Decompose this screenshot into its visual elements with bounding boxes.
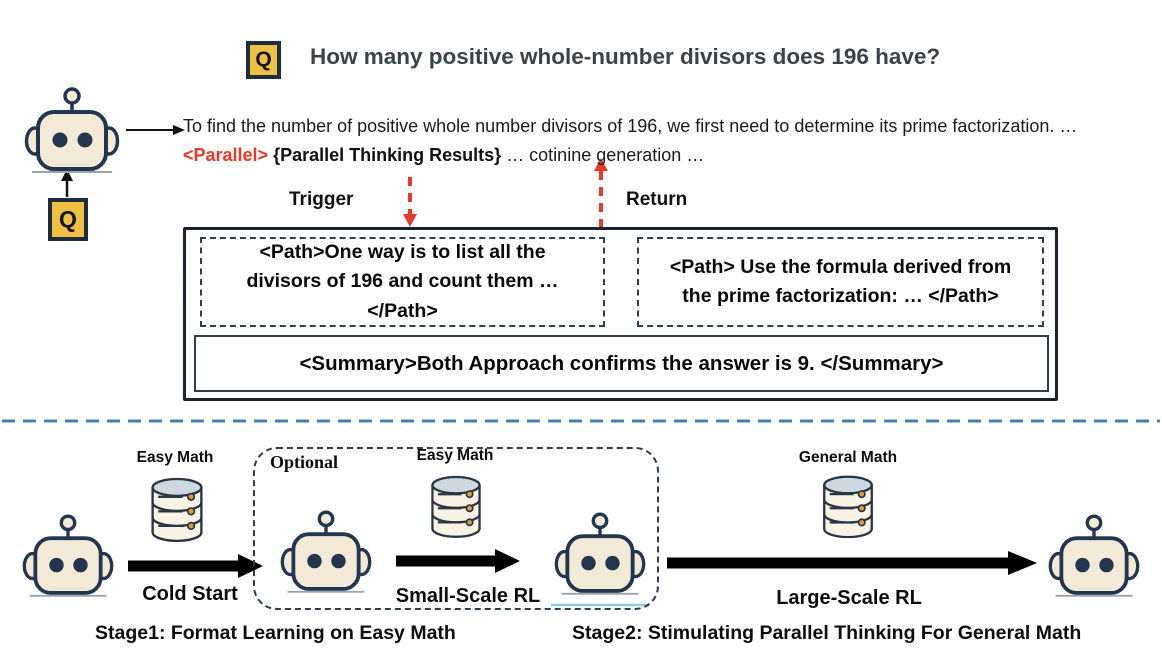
- response-tail: … cotinine generation …: [501, 145, 705, 165]
- large-scale-rl-arrow-icon: [667, 551, 1037, 575]
- database-easy-math-icon: [147, 476, 207, 542]
- parallel-thinking-box: <Path>One way is to list all the divisor…: [183, 227, 1058, 401]
- stage1-caption: Stage1: Format Learning on Easy Math: [95, 622, 456, 644]
- question-text: How many positive whole-number divisors …: [310, 44, 941, 69]
- robot-final-icon: [1046, 513, 1142, 598]
- robot-icon: [22, 86, 122, 174]
- large-scale-rl-label: Large-Scale RL: [776, 587, 922, 609]
- return-label: Return: [626, 189, 688, 210]
- parallel-results-tag: {Parallel Thinking Results}: [273, 145, 502, 165]
- trigger-label: Trigger: [289, 189, 354, 210]
- question-source-badge: Q: [48, 198, 88, 241]
- cold-start-arrow-icon: [128, 554, 263, 578]
- response-body: To find the number of positive whole num…: [183, 116, 1078, 136]
- response-text: To find the number of positive whole num…: [183, 112, 1118, 170]
- small-scale-rl-label: Small-Scale RL: [395, 585, 541, 607]
- trigger-arrow-icon: [403, 177, 417, 227]
- database-general-math-icon: [818, 474, 878, 538]
- robot-small-rl-icon: [552, 511, 648, 596]
- arrow-right-icon: [126, 125, 185, 135]
- database-easy-math-2-icon: [427, 474, 485, 538]
- optional-label: Optional: [270, 452, 339, 472]
- robot-cold-start-icon: [278, 509, 374, 594]
- dataset-label-easy-math: Easy Math: [136, 449, 214, 466]
- robot-base-icon: [20, 513, 116, 598]
- cold-start-label: Cold Start: [142, 583, 238, 605]
- stage2-caption: Stage2: Stimulating Parallel Thinking Fo…: [572, 622, 1082, 644]
- path-right-box: <Path> Use the formula derived from the …: [637, 237, 1044, 327]
- parallel-tag: <Parallel>: [183, 145, 269, 165]
- optional-box: [253, 447, 659, 610]
- dataset-label-easy-math-2: Easy Math: [416, 447, 494, 464]
- question-badge: Q: [246, 41, 281, 79]
- dataset-label-general-math: General Math: [798, 449, 898, 466]
- summary-box: <Summary>Both Approach confirms the answ…: [194, 335, 1049, 392]
- path-left-box: <Path>One way is to list all the divisor…: [200, 237, 605, 327]
